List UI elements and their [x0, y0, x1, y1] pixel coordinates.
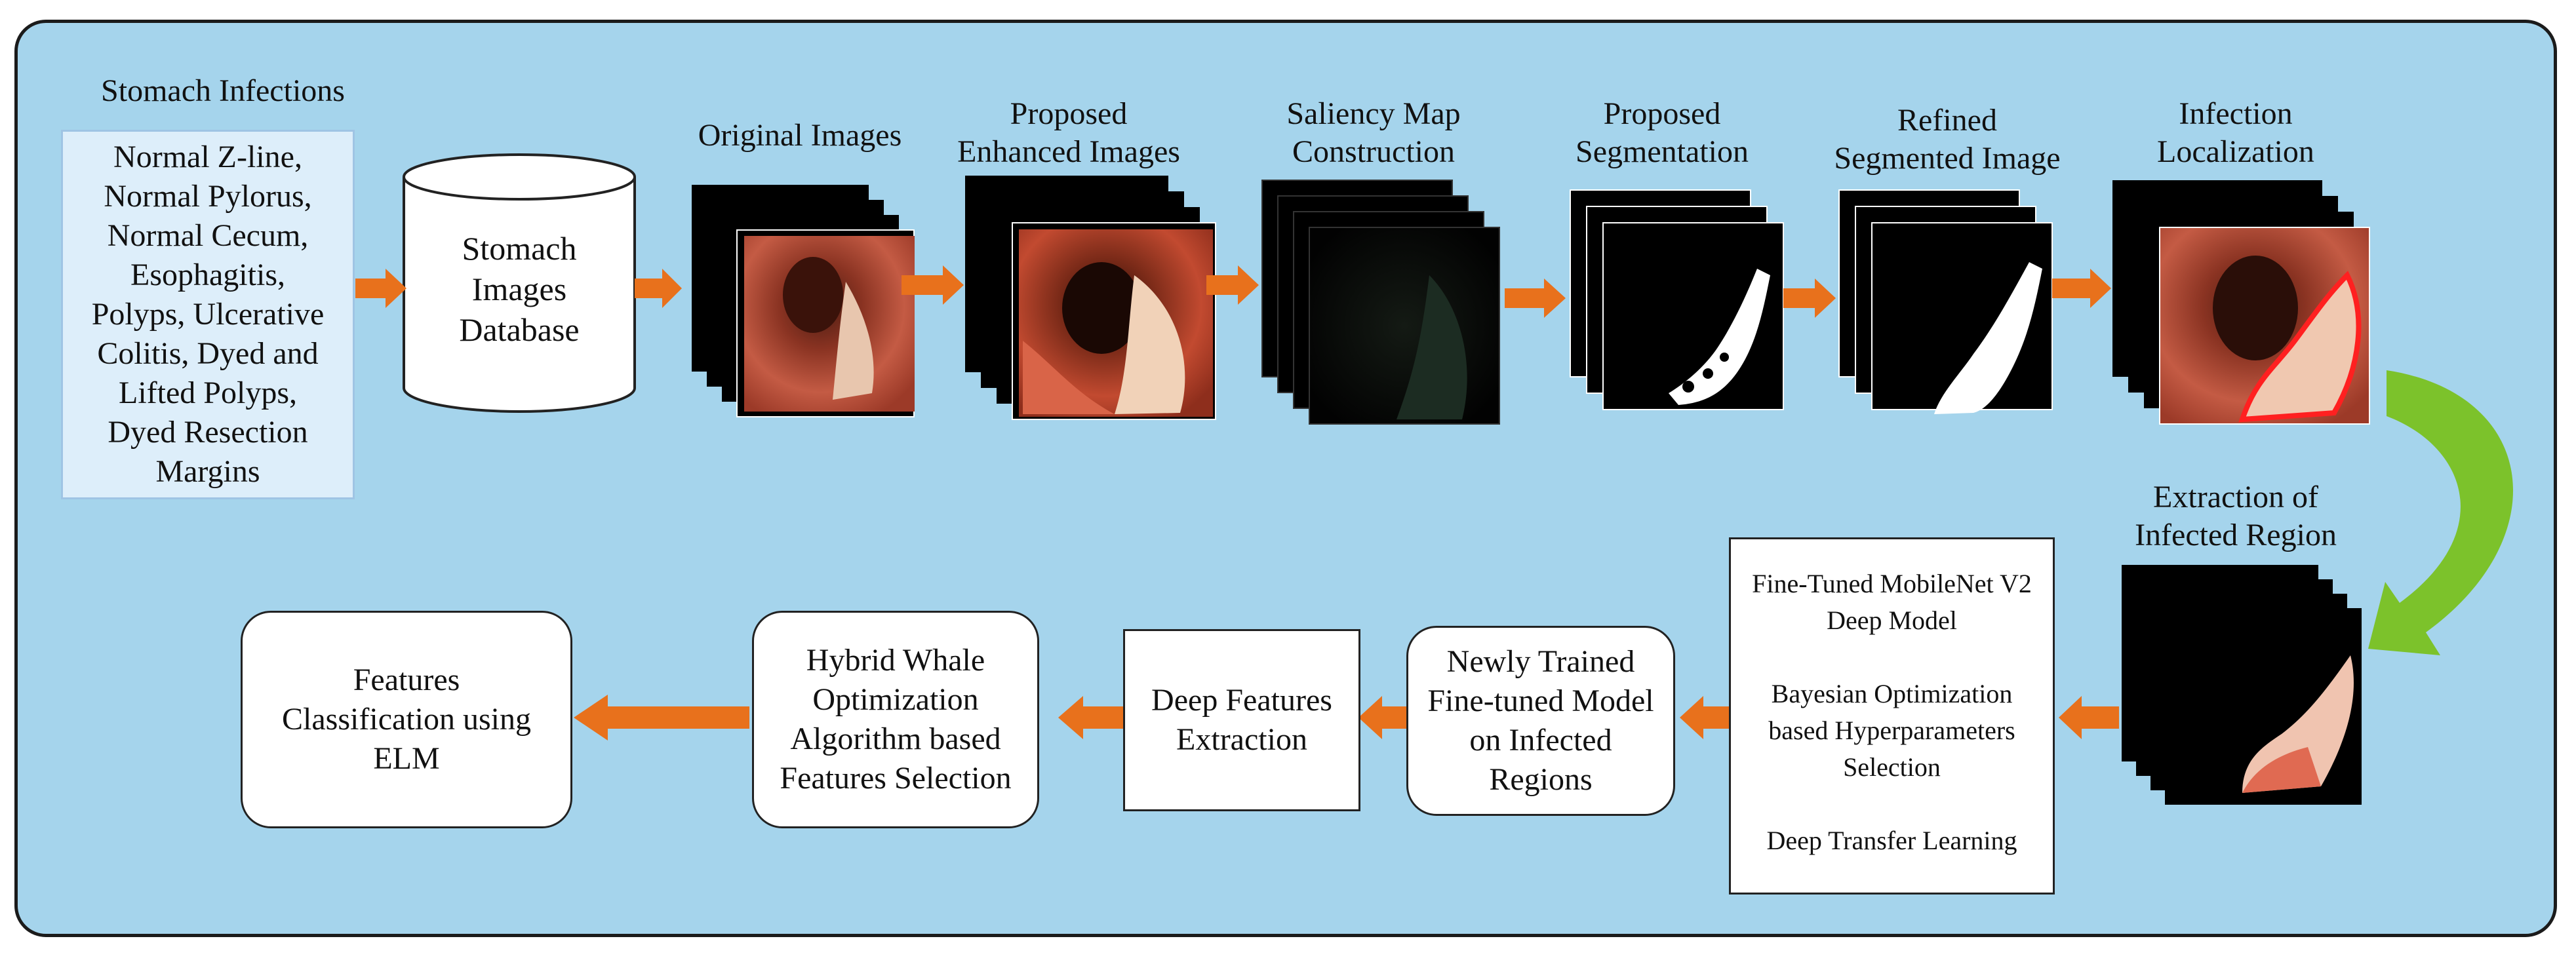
newly-trained-model-box: Newly Trained Fine-tuned Model on Infect…: [1406, 626, 1675, 816]
model-line-bayesian: Bayesian Optimization based Hyperparamet…: [1768, 679, 2015, 782]
refined-segmented-label: Refined Segmented Image: [1834, 103, 2061, 176]
fine-tuned-model-box: Fine-Tuned MobileNet V2 Deep Model Bayes…: [1729, 537, 2055, 895]
original-images-label: Original Images: [698, 118, 902, 153]
whale-optimization-box: Hybrid Whale Optimization Algorithm base…: [752, 611, 1039, 828]
deep-features-box: Deep Features Extraction: [1123, 629, 1360, 811]
enhanced-images-label: Proposed Enhanced Images: [957, 96, 1180, 169]
stomach-infections-label: Stomach Infections: [101, 73, 345, 108]
infection-localization-label: Infection Localization: [2157, 96, 2314, 169]
model-line-mobilenet: Fine-Tuned MobileNet V2 Deep Model: [1752, 569, 2032, 635]
proposed-segmentation-label: Proposed Segmentation: [1575, 96, 1749, 169]
database-label: Stomach Images Database: [459, 230, 580, 348]
extraction-infected-label: Extraction of Infected Region: [2135, 480, 2337, 552]
database-cylinder-icon: [403, 153, 636, 413]
model-line-transfer: Deep Transfer Learning: [1766, 826, 2017, 855]
infection-classes-box: Normal Z-line, Normal Pylorus, Normal Ce…: [61, 130, 355, 499]
elm-classification-box: Features Classification using ELM: [241, 611, 572, 828]
saliency-map-label: Saliency Map Construction: [1286, 96, 1461, 169]
